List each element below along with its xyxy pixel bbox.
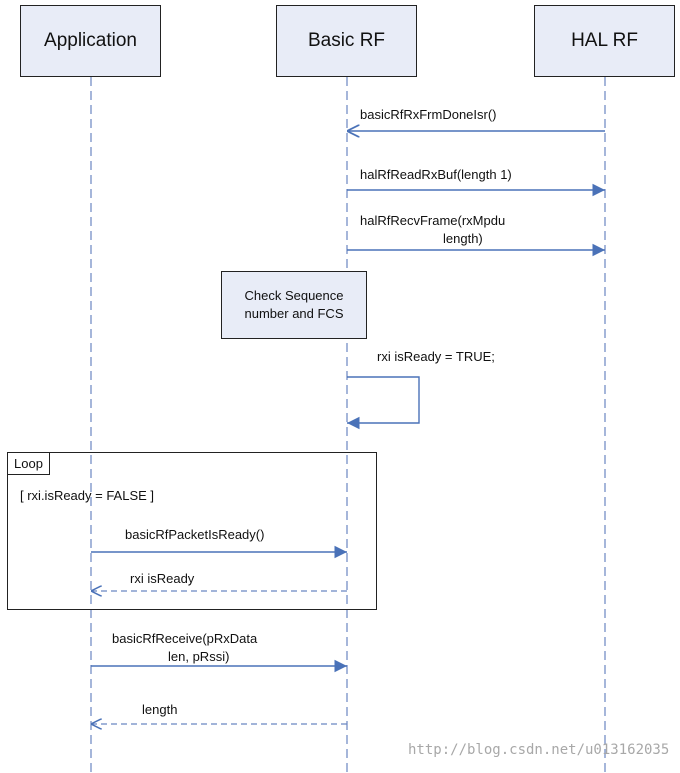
message-label-receive-line1: basicRfReceive(pRxData bbox=[112, 631, 258, 646]
loop-frame: Loop bbox=[7, 452, 377, 610]
actor-hal-rf: HAL RF bbox=[534, 5, 675, 77]
actor-application: Application bbox=[20, 5, 161, 77]
message-label-packetisready: basicRfPacketIsReady() bbox=[125, 527, 265, 542]
actor-basic-rf: Basic RF bbox=[276, 5, 417, 77]
actor-basic-rf-label: Basic RF bbox=[307, 30, 386, 51]
return-label-length: length bbox=[142, 702, 178, 717]
self-call-label: rxi isReady = TRUE; bbox=[377, 349, 495, 364]
actor-hal-rf-label: HAL RF bbox=[571, 30, 638, 51]
note-check-sequence: Check Sequence number and FCS bbox=[221, 271, 367, 339]
message-label-receive-line2: len, pRssi) bbox=[168, 649, 230, 664]
self-call-arrow bbox=[347, 376, 420, 430]
message-label-readrxbuf: halRfReadRxBuf(length 1) bbox=[360, 167, 512, 182]
note-line-2: number and FCS bbox=[244, 306, 344, 321]
loop-guard: [ rxi.isReady = FALSE ] bbox=[20, 488, 155, 503]
message-label-recvframe-line2: length) bbox=[443, 231, 483, 246]
loop-tag: Loop bbox=[8, 453, 50, 475]
actor-application-label: Application bbox=[44, 30, 137, 51]
note-line-1: Check Sequence bbox=[244, 288, 344, 303]
return-label-isready: rxi isReady bbox=[130, 571, 195, 586]
message-label-rxfrmdone: basicRfRxFrmDoneIsr() bbox=[360, 107, 497, 122]
watermark-text: http://blog.csdn.net/u013162035 bbox=[408, 742, 670, 758]
message-label-recvframe-line1: halRfRecvFrame(rxMpdu bbox=[360, 213, 506, 228]
